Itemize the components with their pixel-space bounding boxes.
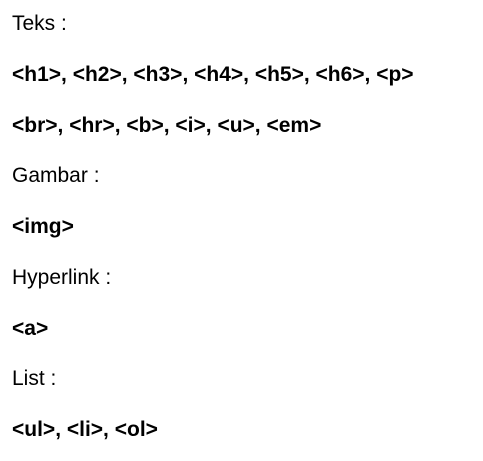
section-heading-teks: Teks : [12,12,67,35]
section-heading-gambar: Gambar : [12,164,100,187]
section-heading-hyperlink: Hyperlink : [12,266,112,289]
tag-list-gambar: <img> [12,215,74,238]
tag-list-teks-line-1: <h1>, <h2>, <h3>, <h4>, <h5>, <h6>, <p> [12,63,414,86]
tag-list-teks-line-2: <br>, <hr>, <b>, <i>, <u>, <em> [12,114,322,137]
section-heading-list: List : [12,367,57,390]
tag-list-list: <ul>, <li>, <ol> [12,418,158,441]
tag-list-hyperlink: <a> [12,317,49,340]
